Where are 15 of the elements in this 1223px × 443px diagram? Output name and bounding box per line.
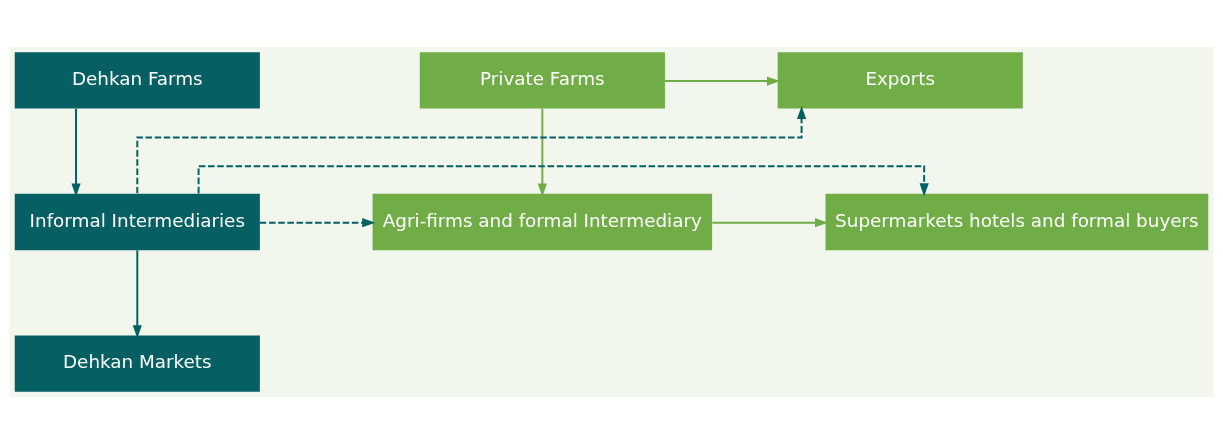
arrow (197, 164, 929, 196)
arrow (711, 217, 829, 227)
arrow (537, 107, 547, 197)
node-box: Exports (777, 51, 1023, 109)
node-box: Dehkan Farms (14, 51, 260, 109)
arrow (136, 105, 807, 194)
node-box: Informal Intermediaries (14, 193, 260, 250)
arrow (664, 76, 781, 86)
node-box: Dehkan Markets (14, 334, 260, 392)
arrow (132, 248, 142, 338)
node-box: Supermarkets hotels and formal buyers (825, 193, 1209, 250)
arrow (258, 217, 376, 227)
arrow (71, 107, 81, 197)
node-box: Private Farms (419, 51, 665, 109)
node-box: Agri-firms and formal Intermediary (372, 193, 713, 250)
